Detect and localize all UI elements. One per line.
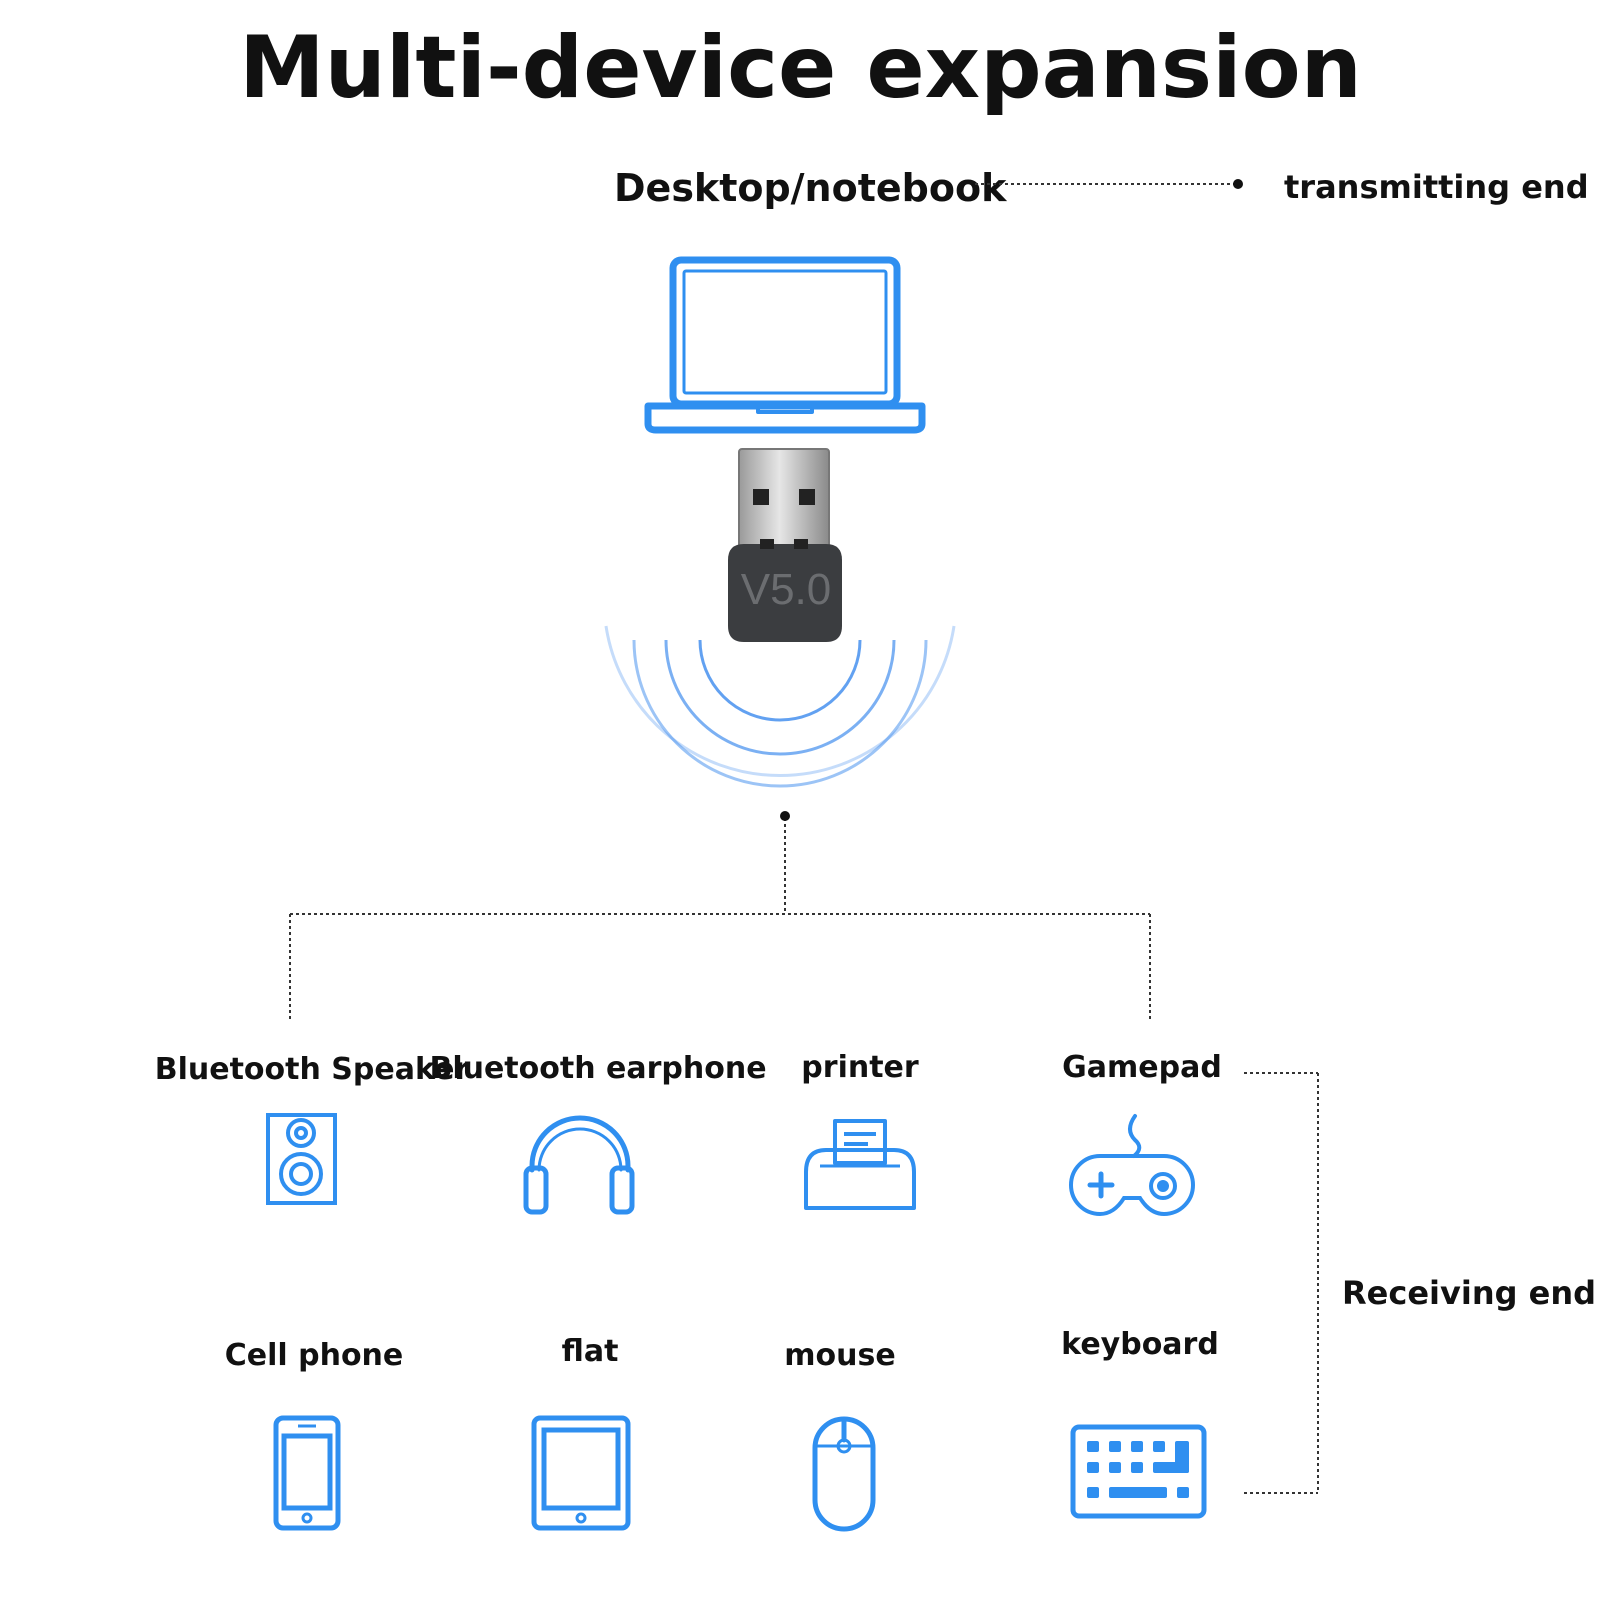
device-label-earphone: Bluetooth earphone: [429, 1051, 767, 1086]
signal-waves-icon: [604, 625, 956, 788]
page-title: Multi-device expansion: [239, 18, 1362, 118]
device-label-speaker: Bluetooth Speaker: [154, 1052, 470, 1087]
gamepad-icon: [1069, 1114, 1195, 1217]
device-label-cell-phone: Cell phone: [224, 1338, 404, 1373]
tree-root-dot: [780, 811, 790, 821]
speaker-icon: [266, 1113, 337, 1205]
mouse-icon: [812, 1416, 876, 1532]
transmit-connector: [975, 179, 1243, 189]
transmitting-end-label: transmitting end: [1284, 168, 1589, 206]
laptop-icon: [644, 256, 926, 434]
source-label: Desktop/notebook: [614, 166, 1007, 210]
printer-icon: [804, 1119, 916, 1210]
headphones-icon: [523, 1115, 635, 1215]
device-label-mouse: mouse: [784, 1338, 896, 1373]
device-label-flat: flat: [561, 1334, 619, 1369]
receiving-end-label: Receiving end: [1342, 1274, 1597, 1312]
device-label-printer: printer: [801, 1050, 919, 1085]
tree-connector: [289, 818, 1151, 1020]
device-label-keyboard: keyboard: [1061, 1327, 1219, 1362]
tablet-icon: [531, 1415, 631, 1531]
keyboard-icon: [1070, 1424, 1207, 1519]
usb-adapter-icon: V5.0: [728, 448, 842, 642]
receiving-bracket: [1244, 1072, 1319, 1494]
cell-phone-icon: [273, 1415, 341, 1531]
device-label-gamepad: Gamepad: [1062, 1050, 1222, 1085]
adapter-version-text: V5.0: [741, 565, 832, 614]
